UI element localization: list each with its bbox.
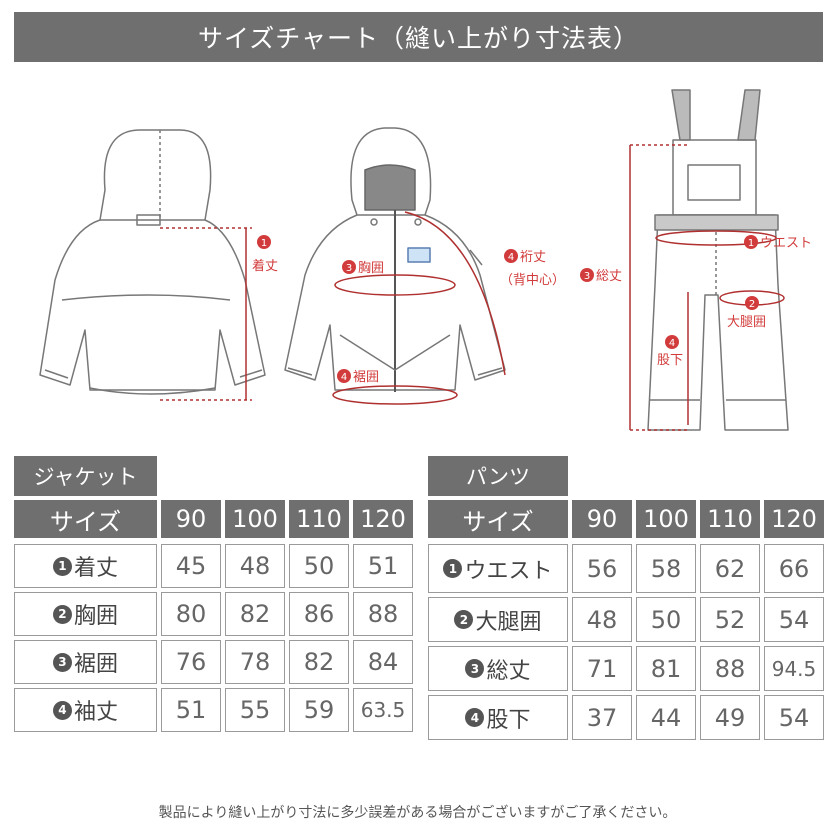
jacket-table-title: ジャケット	[14, 456, 157, 496]
table-cell: 86	[289, 592, 349, 636]
svg-text:1: 1	[748, 238, 754, 249]
table-cell: 54	[764, 695, 824, 740]
diagram-labels: 1 着丈 3 胸囲 4 裾囲 4 裄丈 （背中心） 3 総丈 1 ウエスト 2 …	[252, 235, 812, 385]
table-cell: 71	[572, 646, 632, 691]
pants-table-title: パンツ	[428, 456, 568, 496]
inseam-label: 股下	[657, 353, 683, 368]
table-cell: 55	[225, 688, 285, 732]
size-header: 90	[161, 500, 221, 538]
waist-guide	[655, 230, 777, 246]
table-cell: 63.5	[353, 688, 413, 732]
size-header: 120	[764, 500, 824, 538]
waist-label: ウエスト	[760, 236, 812, 251]
jacket-back-drawing	[39, 129, 266, 395]
hem-label: 裾囲	[353, 370, 379, 385]
table-cell: 51	[353, 544, 413, 588]
table-cell: 81	[636, 646, 696, 691]
jacket-front-drawing	[284, 127, 506, 392]
size-header: 100	[225, 500, 285, 538]
table-cell: 88	[353, 592, 413, 636]
label-badge: 1	[261, 238, 267, 249]
table-cell: 44	[636, 695, 696, 740]
jacket-length-label: 着丈	[252, 258, 278, 274]
table-cell: 56	[572, 544, 632, 593]
sleeve-label: 裄丈	[520, 250, 546, 265]
table-cell: 80	[161, 592, 221, 636]
table-cell: 50	[636, 597, 696, 642]
table-cell: 84	[353, 640, 413, 684]
table-cell: 45	[161, 544, 221, 588]
table-cell: 59	[289, 688, 349, 732]
hem-guide	[332, 385, 458, 405]
table-cell: 82	[289, 640, 349, 684]
svg-text:4: 4	[341, 372, 347, 383]
size-header: 100	[636, 500, 696, 538]
title-banner: サイズチャート（縫い上がり寸法表）	[14, 12, 823, 62]
table-cell: 82	[225, 592, 285, 636]
table-cell: 54	[764, 597, 824, 642]
table-cell: 37	[572, 695, 632, 740]
table-cell: 58	[636, 544, 696, 593]
table-cell: 50	[289, 544, 349, 588]
table-cell: 48	[572, 597, 632, 642]
size-header: 110	[700, 500, 760, 538]
size-header: 110	[289, 500, 349, 538]
table-cell: 51	[161, 688, 221, 732]
size-header-label: サイズ	[428, 500, 568, 538]
table-cell: 62	[700, 544, 760, 593]
total-length-label: 総丈	[596, 269, 622, 284]
table-cell: 52	[700, 597, 760, 642]
svg-text:2: 2	[749, 299, 755, 310]
svg-text:4: 4	[508, 252, 514, 263]
table-cell: 78	[225, 640, 285, 684]
footnote: 製品により縫い上がり寸法に多少誤差がある場合がございますがご了承ください。	[158, 805, 677, 821]
svg-text:3: 3	[346, 263, 352, 274]
table-cell: 66	[764, 544, 824, 593]
table-cell: 76	[161, 640, 221, 684]
garment-diagrams: 1 着丈 3 胸囲 4 裾囲 4 裄丈 （背中心） 3 総丈 1 ウエスト 2 …	[39, 89, 812, 431]
table-cell: 48	[225, 544, 285, 588]
table-cell: 49	[700, 695, 760, 740]
page-title: サイズチャート（縫い上がり寸法表）	[197, 24, 639, 53]
table-cell: 94.5	[764, 646, 824, 691]
table-cell: 88	[700, 646, 760, 691]
size-header: 120	[353, 500, 413, 538]
pants-drawing	[647, 89, 789, 431]
sleeve-guide	[404, 211, 506, 376]
svg-text:3: 3	[584, 271, 590, 282]
svg-text:4: 4	[669, 338, 675, 349]
sleeve-sub-label: （背中心）	[500, 273, 565, 288]
chest-label: 胸囲	[358, 261, 384, 276]
size-header: 90	[572, 500, 632, 538]
size-header-label: サイズ	[14, 500, 157, 538]
chest-guide	[334, 274, 456, 296]
thigh-label: 大腿囲	[727, 315, 766, 330]
